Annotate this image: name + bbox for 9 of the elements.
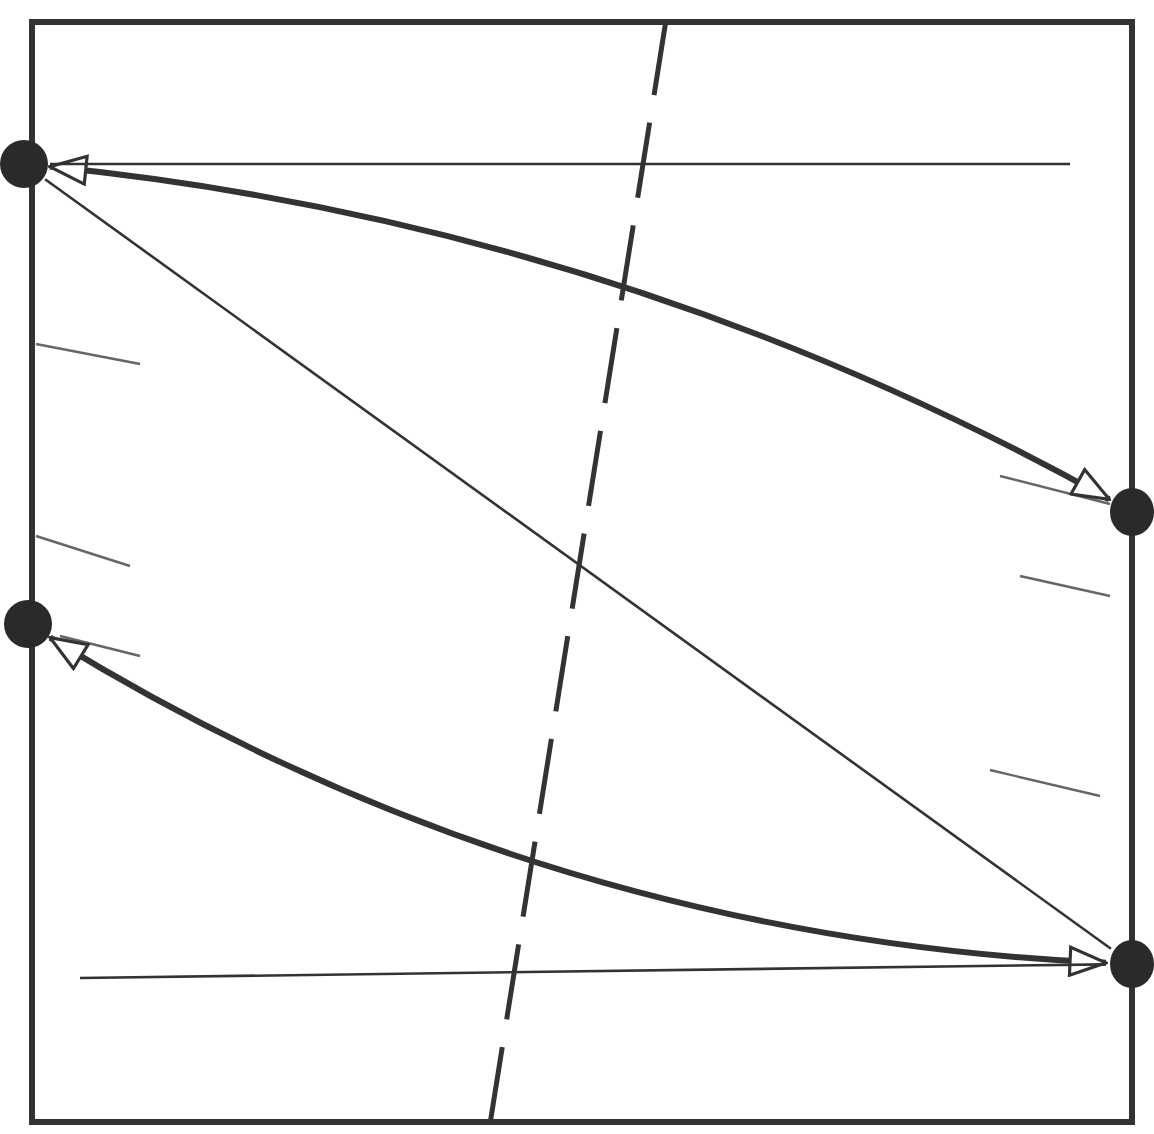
line xyxy=(80,963,1106,980)
dot xyxy=(1110,940,1154,988)
dot xyxy=(0,140,48,188)
dot xyxy=(1110,488,1154,536)
double-arrow xyxy=(48,635,1108,977)
dot xyxy=(4,600,52,648)
line xyxy=(44,178,1112,950)
line xyxy=(50,162,1070,166)
double-arrow xyxy=(48,155,1111,502)
